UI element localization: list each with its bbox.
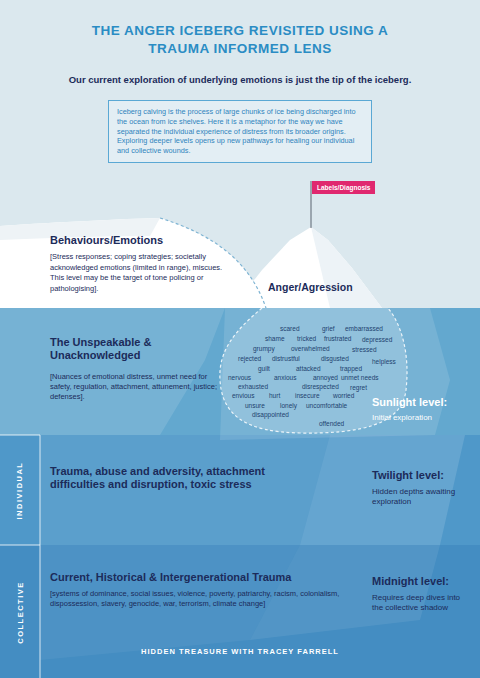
node-text: [Nuances of emotional distress, unmet ne… [50, 372, 220, 402]
ice-facet [311, 227, 382, 308]
twilight-water [0, 435, 480, 545]
footer: HIDDEN TREASURE WITH TRACEY FARRELL [90, 647, 390, 656]
node-text: stressed [352, 346, 377, 354]
iceberg-tip [232, 227, 382, 308]
node-text: shame [265, 335, 285, 343]
twilight-band: Trauma, abuse and adversity, attachment … [0, 435, 480, 545]
node-text: Iceberg calving is the process of large … [117, 107, 363, 156]
node-text: embarrassed [345, 325, 383, 333]
node-text: Twilight level: [372, 469, 476, 482]
node-text: regret [350, 384, 367, 392]
node-text: rejected [238, 355, 261, 363]
node-text: worried [333, 392, 354, 400]
node-text: scared [280, 325, 300, 333]
node-text: Hidden depths awaiting exploration [372, 487, 468, 507]
iceberg-left [0, 218, 266, 308]
midnight-water [0, 545, 480, 678]
level-heading: Behaviours/Emotions [50, 234, 163, 247]
node-text: disrespected [302, 383, 339, 391]
strip-line [0, 545, 40, 546]
side-label: COLLECTIVE [16, 581, 25, 644]
ice-underwater [40, 435, 330, 545]
node-text: depressed [362, 336, 392, 344]
info-box: Iceberg calving is the process of large … [108, 100, 372, 163]
flag: Labels/Diagnosis [312, 181, 375, 194]
level-body: [Stress responses; coping strategies; so… [50, 252, 225, 294]
node-text: grumpy [253, 345, 275, 353]
node-text: insecure [295, 392, 320, 400]
node-text: Trauma, abuse and adversity, attachment … [50, 465, 300, 491]
node-text: The Unspeakable & Unacknowledged [50, 336, 220, 362]
node-text: disappointed [252, 411, 289, 419]
sky [0, 0, 480, 308]
node-text: unmet needs [341, 374, 379, 382]
node-text: hurt [269, 392, 280, 400]
node-text: offended [319, 420, 344, 428]
node-text: overwhelmed [291, 345, 330, 353]
emotion-region: scared grief embarrassed shame tricked frustr… [225, 320, 405, 430]
node-text: tricked [297, 335, 316, 343]
node-text: exhausted [238, 383, 268, 391]
subtitle: Our current exploration of underlying em… [5, 74, 475, 86]
strip-line [40, 435, 41, 678]
node-text: guilt [258, 365, 270, 373]
node-text: Midnight level: [372, 575, 476, 588]
node-text: Sunlight level: [372, 396, 476, 409]
node-text: attacked [296, 365, 321, 373]
node-text: Current, Historical & Intergenerational … [50, 571, 360, 584]
node-text: Labels/Diagnosis [317, 183, 370, 192]
node-text: annoyed [313, 374, 338, 382]
node-text: frustrated [324, 335, 351, 343]
sunlight-band: The Unspeakable & Unacknowledged [Nuances… [0, 308, 480, 435]
title: THE ANGER ICEBERG REVISITED USING A TRAU… [80, 22, 400, 58]
node-text: Initial exploration [372, 413, 476, 423]
midnight-band: Current, Historical & Intergenerational … [0, 545, 480, 678]
node-text: anxious [274, 374, 296, 382]
node-text: grief [322, 325, 335, 333]
tip-label: Anger/Agression [268, 281, 353, 294]
node-text: distrustful [272, 355, 300, 363]
node-text: unsure [245, 402, 265, 410]
node-text: disgusted [321, 355, 349, 363]
node-text: [systems of dominance, social issues, vi… [50, 589, 350, 609]
node-text: lonely [280, 402, 297, 410]
node-text: trapped [340, 365, 362, 373]
side-label: INDIVIDUAL [16, 461, 25, 519]
node-text: helpless [372, 358, 396, 366]
node-text: envious [232, 392, 254, 400]
node-text: uncomfortable [306, 402, 347, 410]
node-text: Requires deep dives into the collective … [372, 593, 472, 613]
strip-line [0, 435, 40, 436]
ice-underwater [0, 308, 225, 435]
node-text: nervous [228, 374, 251, 382]
